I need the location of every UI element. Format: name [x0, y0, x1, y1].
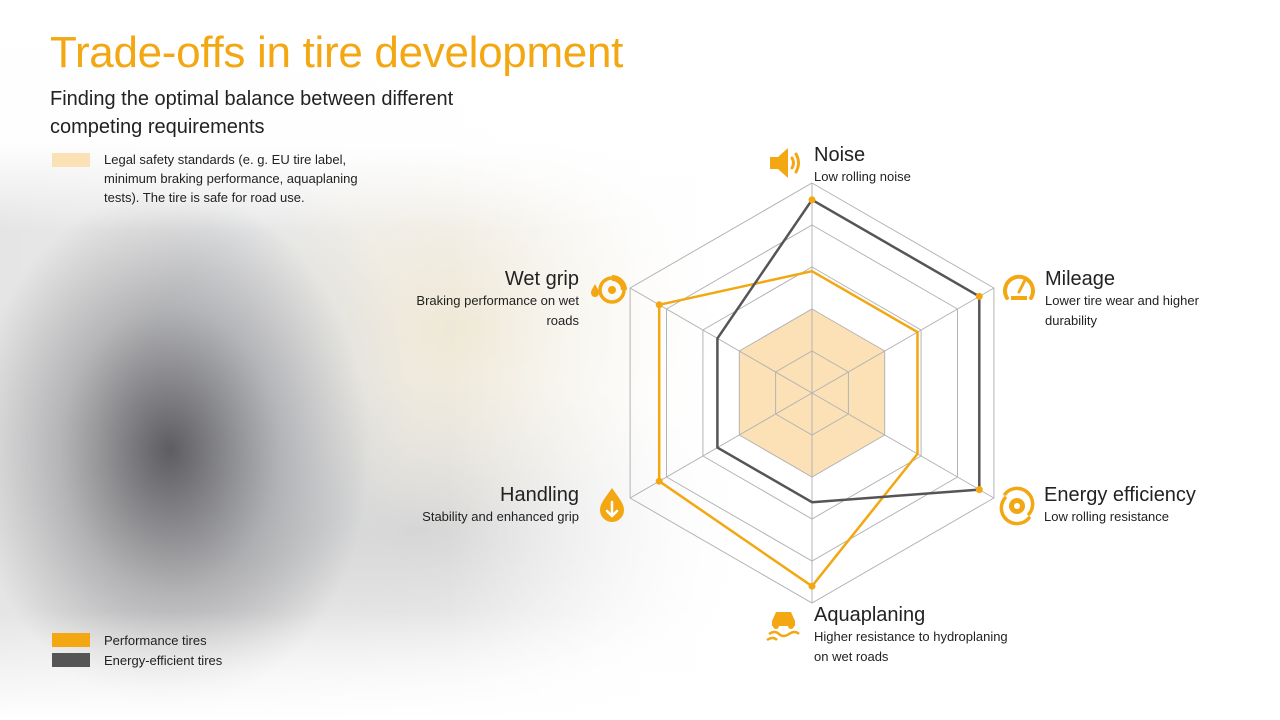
- axis-label-aquaplaning: Aquaplaning Higher resistance to hydropl…: [814, 603, 1014, 667]
- axis-label-wet-grip: Wet grip Braking performance on wet road…: [400, 267, 579, 331]
- legend-label-efficient: Energy-efficient tires: [104, 653, 223, 668]
- grid-spoke-2: [811, 392, 995, 499]
- axis-label-energy: Energy efficiency Low rolling resistance: [1044, 483, 1254, 527]
- legend-swatch-performance: [52, 633, 90, 647]
- axis-name-wet-grip: Wet grip: [504, 268, 579, 290]
- legend-label-performance: Performance tires: [104, 633, 207, 648]
- series-point-efficient-2: [975, 486, 983, 494]
- legend-item-efficient: Energy-efficient tires: [52, 651, 222, 670]
- series-point-performance-3: [808, 582, 816, 590]
- axis-name-noise: Noise: [814, 144, 866, 166]
- grid-spoke-1: [811, 287, 995, 394]
- skidding-car-icon: [763, 604, 803, 644]
- axis-name-handling: Handling: [500, 484, 579, 506]
- axis-name-energy: Energy efficiency: [1044, 484, 1196, 506]
- page-subtitle: Finding the optimal balance between diff…: [50, 88, 454, 138]
- series-point-performance-4: [655, 477, 663, 485]
- axis-desc-mileage: Lower tire wear and higher durability: [1045, 293, 1199, 328]
- axis-desc-noise: Low rolling noise: [814, 169, 911, 184]
- legend-label-standards: Legal safety standards (e. g. EU tire la…: [104, 152, 358, 205]
- axis-name-mileage: Mileage: [1045, 268, 1116, 290]
- legend-swatch-efficient: [52, 653, 90, 667]
- series-point-efficient-1: [975, 292, 983, 300]
- drop-arrow-icon: [592, 485, 632, 525]
- target-icon: [997, 486, 1037, 526]
- series-point-performance-5: [655, 301, 663, 309]
- axis-desc-aquaplaning: Higher resistance to hydroplaning on wet…: [814, 629, 1008, 664]
- axis-desc-wet-grip: Braking performance on wet roads: [416, 293, 579, 328]
- series-point-efficient-0: [808, 196, 816, 204]
- axis-label-noise: Noise Low rolling noise: [814, 143, 1034, 187]
- axis-desc-handling: Stability and enhanced grip: [422, 509, 579, 524]
- speaker-icon: [766, 143, 806, 183]
- brake-drop-icon: [588, 270, 628, 310]
- legend-swatch-standards: [52, 153, 90, 167]
- legend-item-standards: Legal safety standards (e. g. EU tire la…: [52, 150, 364, 207]
- axis-name-aquaplaning: Aquaplaning: [814, 604, 926, 626]
- page-title: Trade-offs in tire development: [50, 28, 624, 77]
- axis-label-handling: Handling Stability and enhanced grip: [400, 483, 579, 527]
- axis-desc-energy: Low rolling resistance: [1044, 509, 1170, 524]
- axis-label-mileage: Mileage Lower tire wear and higher durab…: [1045, 267, 1245, 331]
- legend-item-performance: Performance tires: [52, 631, 207, 650]
- gauge-icon: [999, 268, 1039, 308]
